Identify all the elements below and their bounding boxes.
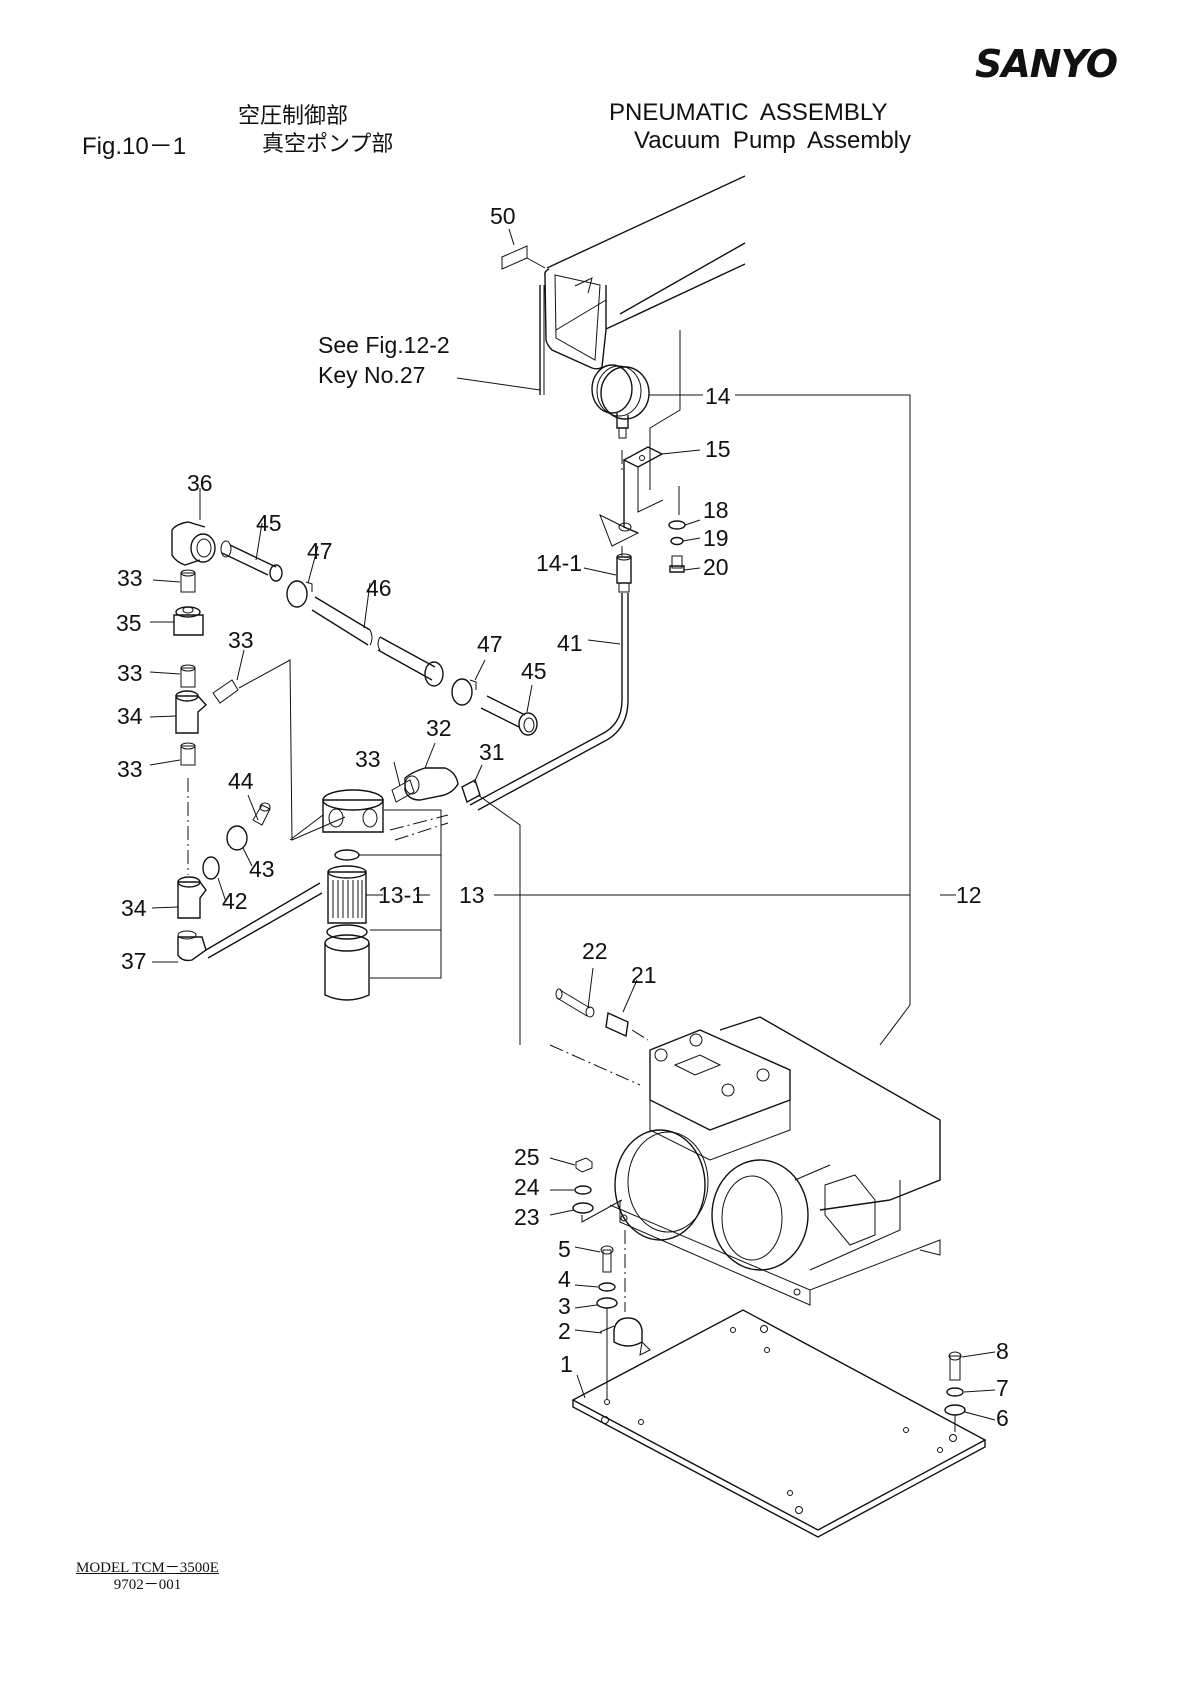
title-jp-line1: 空圧制御部 [238,104,349,129]
parts-42-43-44 [202,794,271,903]
reference-leader-line [456,377,541,391]
model-number: MODEL TCM－3500E [76,1560,219,1576]
callout-33-e: 33 [117,756,143,782]
callout-43: 43 [249,856,275,882]
part-1-base-plate [571,1309,987,1538]
callout-46: 46 [366,575,392,601]
reference-note-line2: Key No.27 [318,361,426,388]
callout-7: 7 [996,1375,1009,1401]
reference-note-line1: See Fig.12-2 [318,332,450,358]
callout-13-1: 13-1 [378,882,425,908]
parts-31-32-33-upper [391,742,641,1086]
part-47-hose-clamp-lower [451,659,486,706]
callout-2: 2 [558,1318,571,1344]
callout-31: 31 [479,739,505,765]
callout-21: 21 [631,962,657,988]
part-15-bracket [599,446,701,547]
callout-8: 8 [996,1338,1009,1364]
title-en-line1: PNEUMATIC ASSEMBLY [609,99,888,126]
callout-45-upper: 45 [256,510,282,536]
callout-3: 3 [558,1293,571,1319]
callout-14-1: 14-1 [536,550,583,576]
part-46-hose [311,582,444,687]
callout-1: 1 [560,1351,573,1377]
footer-model-info: MODEL TCM－3500E 9702－001 [76,1560,219,1595]
part-36-elbow [171,488,216,566]
callout-22: 22 [582,938,608,964]
part-14-vacuum-gauge [591,364,911,1046]
callout-4: 4 [558,1266,571,1292]
part-13-filter-assembly [289,789,956,1001]
part-45-hose-nipple-upper [220,522,283,582]
callout-25: 25 [514,1144,540,1170]
callout-50: 50 [490,203,516,229]
callout-12: 12 [956,882,982,908]
sanyo-logo: SANYO [975,42,1118,86]
part-47-hose-clamp-upper [286,545,319,608]
part-45-hose-nipple-lower [480,684,538,736]
callout-6: 6 [996,1405,1009,1431]
title-en-line2: Vacuum Pump Assembly [634,127,911,154]
parts-left-fitting-stack [149,569,207,963]
frame-beam [539,175,746,490]
parts-6-7-8-fasteners [944,1351,996,1432]
title-jp-line2: 真空ポンプ部 [262,132,394,157]
callout-34-lower: 34 [121,895,147,921]
part-12-vacuum-pump [609,1016,941,1306]
parts-2-3-4-5-mount [574,1230,651,1400]
callout-5: 5 [558,1236,571,1262]
callout-47-lower: 47 [477,631,503,657]
callout-13: 13 [459,882,485,908]
callout-33-b: 33 [228,627,254,653]
callout-20: 20 [703,554,729,580]
callout-18: 18 [703,497,729,523]
tube-37-to-filter [205,882,323,959]
callout-35: 35 [116,610,142,636]
part-33-nipple-angled [212,649,346,841]
callout-42: 42 [222,888,248,914]
callout-15: 15 [705,436,731,462]
document-code: 9702－001 [113,1577,182,1594]
callout-47-upper: 47 [307,538,333,564]
callout-32: 32 [426,715,452,741]
callout-19: 19 [703,525,729,551]
part-50-label-plate [501,228,546,270]
parts-21-22 [555,967,649,1041]
callout-45-lower: 45 [521,658,547,684]
callout-24: 24 [514,1174,540,1200]
callout-36: 36 [187,470,213,496]
callout-37: 37 [121,948,147,974]
callout-33-d: 33 [355,746,381,772]
callout-44: 44 [228,768,254,794]
callout-33-c: 33 [117,660,143,686]
callout-14: 14 [705,383,731,409]
callout-23: 23 [514,1204,540,1230]
callout-41: 41 [557,630,583,656]
reference-note: See Fig.12-2 Key No.27 [318,331,450,391]
part-14-1-fitting-and-41-tube [469,546,632,811]
parts-18-19-20-fasteners [668,486,701,573]
figure-number: Fig.10－1 [82,133,187,160]
callout-34-upper: 34 [117,703,143,729]
callout-33-a: 33 [117,565,143,591]
parts-23-24-25 [549,1157,623,1223]
